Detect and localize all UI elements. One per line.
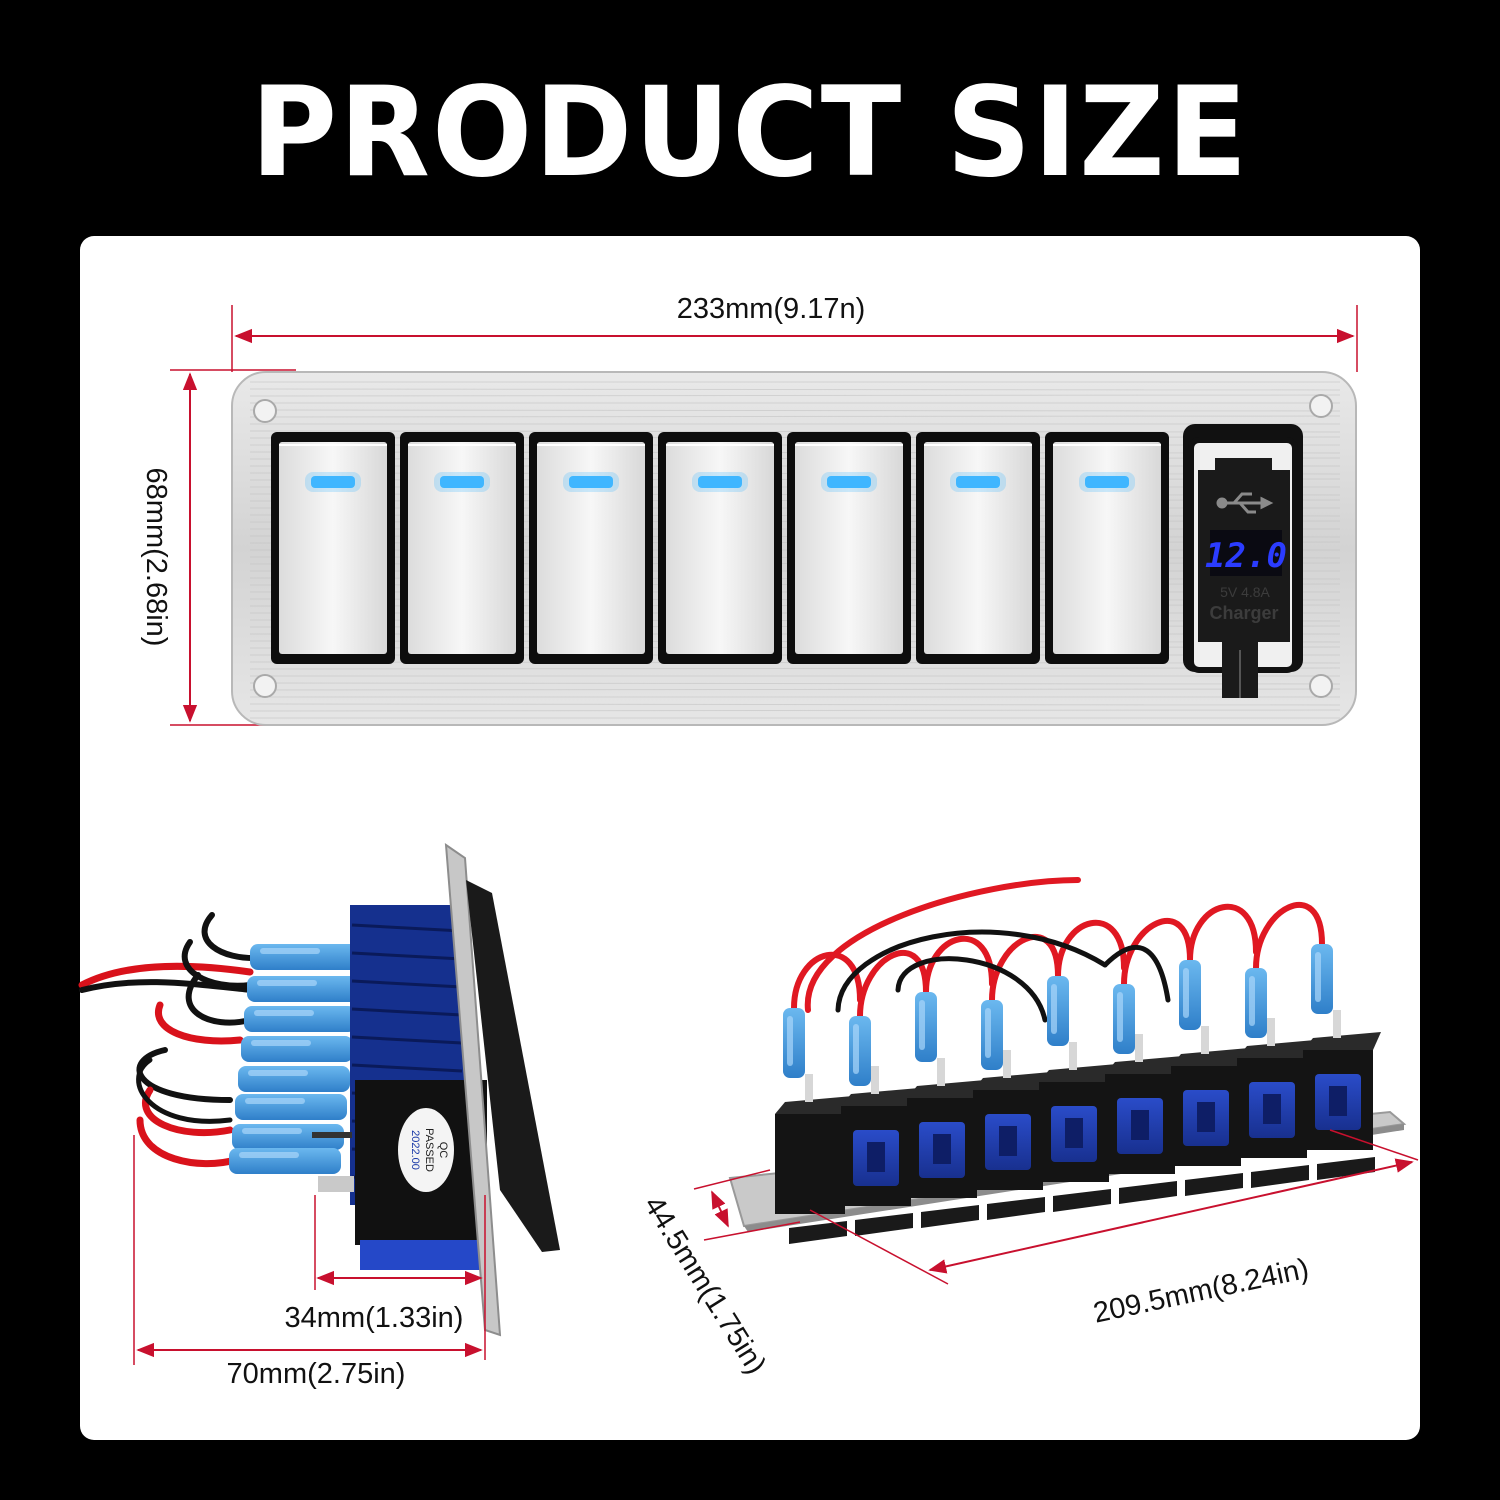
fuse-connector-icon <box>981 1000 1003 1070</box>
switch-body <box>1237 1018 1315 1158</box>
led-indicator-icon <box>440 476 484 488</box>
rear-view: 44.5mm(1.75in) 209.5mm(8.24in) <box>637 877 1419 1380</box>
switch-body <box>1171 1026 1249 1166</box>
fuse-connector-icon <box>244 1006 356 1032</box>
qc-label-line2: PASSED <box>423 1128 435 1172</box>
led-indicator-icon <box>1085 476 1129 488</box>
front-panel-view: 233mm(9.17n) 68mm(2.68in) <box>140 293 1358 726</box>
rocker-cap <box>1053 1189 1111 1212</box>
led-indicator-icon <box>956 476 1000 488</box>
rocker-cap <box>789 1221 847 1244</box>
fuse-connector-icon <box>1179 960 1201 1030</box>
usb-icon <box>1216 492 1274 514</box>
fuse-connector-icon <box>238 1066 350 1092</box>
switch-body <box>1105 1034 1183 1174</box>
rocker-cap <box>1119 1181 1177 1204</box>
rocker-cap <box>855 1213 913 1236</box>
rocker-switch-row <box>271 432 1169 664</box>
mounting-hole-icon <box>253 399 277 423</box>
side-switch-stack: QC PASSED 2022.00 <box>312 905 490 1270</box>
rocker-cap <box>921 1205 979 1228</box>
rocker-switch[interactable] <box>400 432 524 664</box>
rear-fuse-connectors <box>783 944 1333 1086</box>
mounting-holes <box>253 394 1333 698</box>
side-rocker-caps <box>466 880 560 1252</box>
side-fuse-connectors <box>229 944 362 1174</box>
usb-charger-module: 12.0 5V 4.8A Charger <box>1183 424 1303 698</box>
mounting-hole-icon <box>253 674 277 698</box>
qc-label-line3: 2022.00 <box>409 1130 421 1170</box>
rocker-switch[interactable] <box>658 432 782 664</box>
fuse-connector-icon <box>783 1008 805 1078</box>
fuse-connector-icon <box>915 992 937 1062</box>
mounting-hole-icon <box>1309 674 1333 698</box>
total-depth-label: 70mm(2.75in) <box>227 1358 406 1390</box>
fuse-connector-icon <box>229 1148 341 1174</box>
qc-sticker <box>398 1108 454 1192</box>
voltage-display <box>1210 530 1282 576</box>
fuse-connector-icon <box>235 1094 347 1120</box>
fuse-connector-icon <box>1113 984 1135 1054</box>
usb-charger-label: Charger <box>1209 603 1278 623</box>
width-dimension-label: 233mm(9.17n) <box>677 293 866 325</box>
side-panel-plate <box>444 842 502 1337</box>
fuse-connector-icon <box>241 1036 353 1062</box>
rocker-switch[interactable] <box>271 432 395 664</box>
fuse-connector-icon <box>1311 944 1333 1014</box>
rocker-switch[interactable] <box>787 432 911 664</box>
rocker-cap <box>987 1197 1045 1220</box>
body-depth-label: 34mm(1.33in) <box>285 1302 464 1334</box>
led-indicator-icon <box>827 476 871 488</box>
page-title: PRODUCT SIZE <box>250 59 1250 205</box>
side-depth-dimension-line <box>711 1190 729 1228</box>
rocker-cap <box>1185 1173 1243 1196</box>
fuse-connector-icon <box>250 944 362 970</box>
led-indicator-icon <box>311 476 355 488</box>
side-view: QC PASSED 2022.00 34mm(1.33in) 70mm(2.75… <box>78 842 560 1390</box>
fuse-connector-icon <box>849 1016 871 1086</box>
usb-rating-label: 5V 4.8A <box>1220 584 1270 600</box>
voltage-readout: 12.0 <box>1205 536 1287 576</box>
rear-width-label: 209.5mm(8.24in) <box>1091 1253 1312 1330</box>
switch-body <box>1303 1010 1381 1150</box>
fuse-connector-icon <box>247 976 359 1002</box>
qc-label-line1: QC <box>437 1142 449 1159</box>
fuse-connector-icon <box>232 1124 344 1150</box>
side-wires <box>78 912 263 1168</box>
fuse-connector-icon <box>1245 968 1267 1038</box>
led-indicator-icon <box>698 476 742 488</box>
rocker-switch[interactable] <box>1045 432 1169 664</box>
rear-wires <box>791 877 1325 1023</box>
height-dimension-label: 68mm(2.68in) <box>140 468 172 647</box>
mounting-hole-icon <box>1309 394 1333 418</box>
rocker-switch[interactable] <box>916 432 1040 664</box>
led-indicator-icon <box>569 476 613 488</box>
fuse-connector-icon <box>1047 976 1069 1046</box>
switch-body <box>775 1074 853 1214</box>
rocker-cap <box>1251 1165 1309 1188</box>
rear-width-dimension-line <box>928 1158 1414 1274</box>
switch-body <box>841 1066 919 1206</box>
rocker-switch[interactable] <box>529 432 653 664</box>
